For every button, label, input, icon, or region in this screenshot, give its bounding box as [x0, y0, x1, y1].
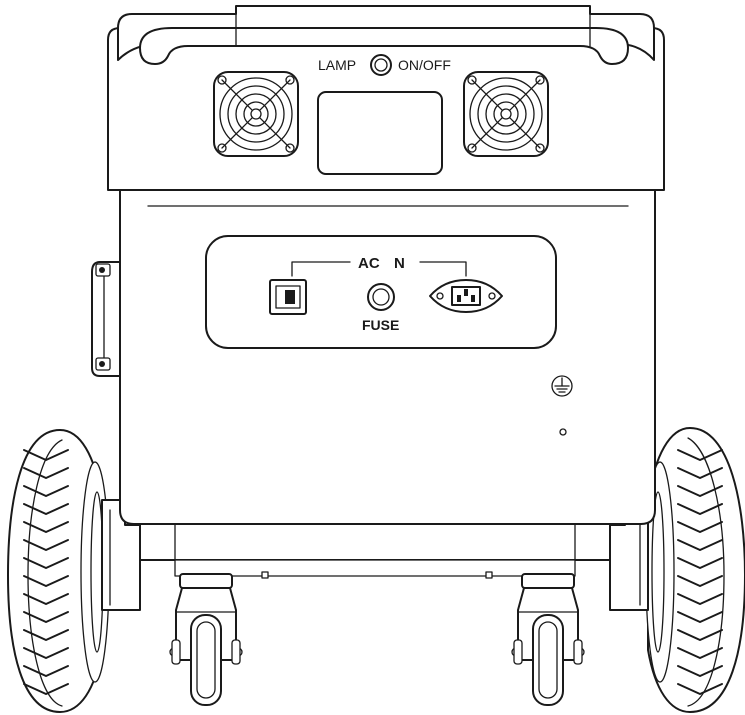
- lamp-toggle-button[interactable]: [370, 54, 392, 76]
- ground-icon: [551, 375, 573, 397]
- base-chassis: [139, 523, 611, 579]
- ac-inlet-socket[interactable]: [429, 279, 503, 313]
- side-latch: [91, 261, 121, 377]
- screw-hole: [559, 428, 567, 436]
- ac-label: AC: [358, 255, 380, 272]
- fuse-label: FUSE: [362, 317, 399, 333]
- caster-right: [511, 573, 585, 706]
- lamp-label: LAMP: [318, 57, 356, 73]
- fan-left: [213, 71, 299, 157]
- on-off-label: ON/OFF: [398, 57, 451, 73]
- right-tread: [677, 449, 723, 695]
- display-window: [317, 91, 443, 175]
- left-tread: [23, 449, 69, 695]
- fan-right: [463, 71, 549, 157]
- right-wheel: [645, 427, 745, 713]
- carry-handle: [117, 5, 655, 65]
- rocker-switch[interactable]: [269, 279, 307, 315]
- fuse-holder[interactable]: [367, 283, 395, 311]
- caster-left: [169, 573, 243, 706]
- ac-panel: AC N FUSE: [205, 235, 557, 349]
- main-body: [107, 27, 665, 525]
- left-wheel: [7, 429, 110, 713]
- n-label: N: [394, 255, 405, 272]
